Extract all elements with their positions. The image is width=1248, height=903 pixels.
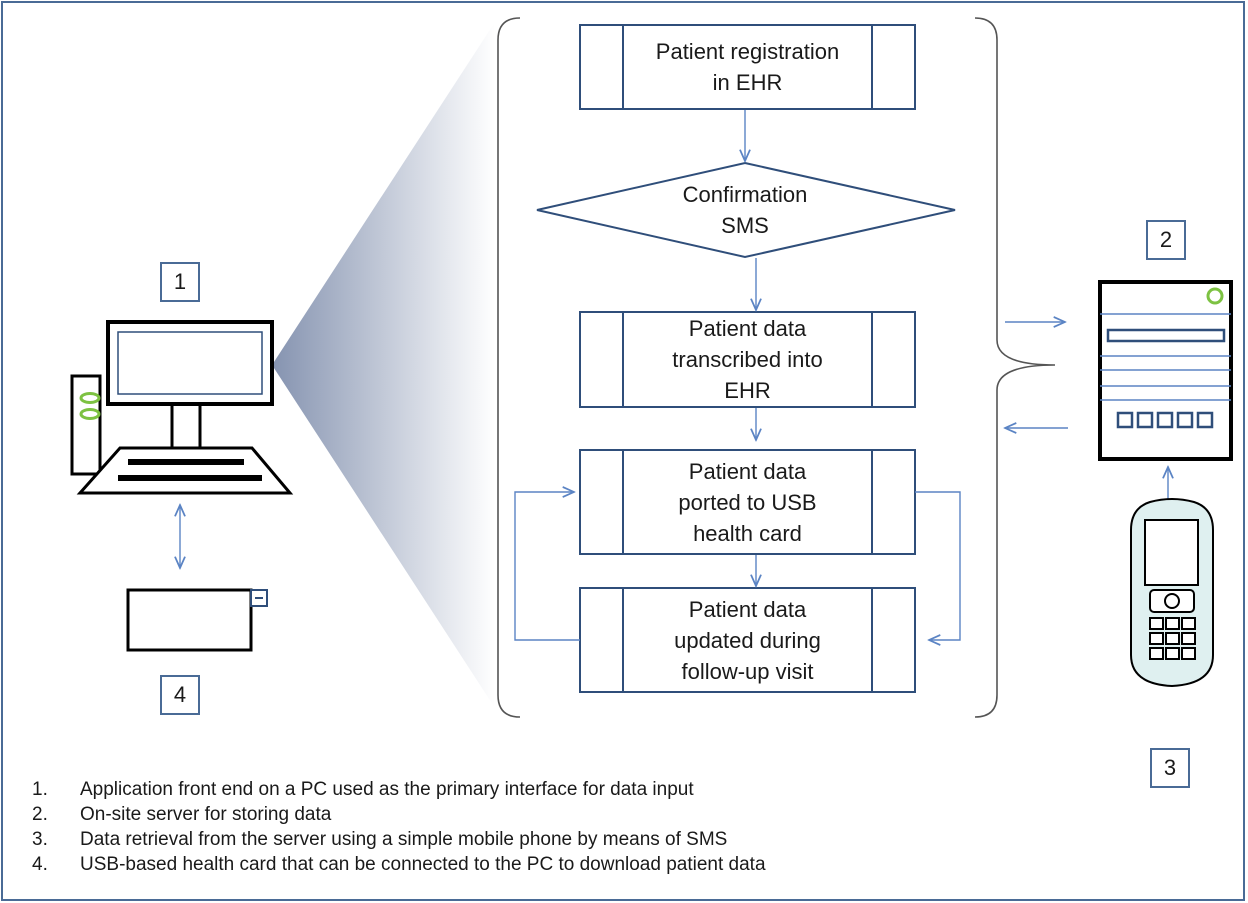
legend-number: 3. (32, 829, 48, 850)
mobile-phone-icon (1130, 498, 1214, 688)
process-box-registration (579, 24, 916, 110)
node-ported-text: Patient data ported to USB health card (678, 458, 817, 546)
legend-number: 4. (32, 854, 48, 875)
server-icon (1098, 280, 1233, 461)
label-server: 2 (1146, 220, 1186, 260)
legend-number: 1. (32, 779, 48, 800)
legend-text: On-site server for storing data (80, 804, 332, 825)
legend-item: 2. On-site server for storing data (32, 802, 766, 827)
pc-icon (70, 320, 294, 495)
legend-number: 2. (32, 804, 48, 825)
legend-item: 1. Application front end on a PC used as… (32, 777, 766, 802)
label-usb-card: 4 (160, 675, 200, 715)
process-box-transcribed (579, 311, 916, 408)
legend-text: Application front end on a PC used as th… (80, 779, 694, 800)
arrow-loop-right (915, 491, 961, 640)
node-transcribed-text: Patient data transcribed into EHR (672, 316, 823, 403)
legend-text: Data retrieval from the server using a s… (80, 829, 728, 850)
legend-item: 4. USB-based health card that can be con… (32, 852, 766, 877)
decision-diamond-confirmation (536, 161, 956, 259)
legend-item: 3. Data retrieval from the server using … (32, 827, 766, 852)
node-registration-text: Patient registration in EHR (655, 39, 840, 95)
legend: 1. Application front end on a PC used as… (32, 777, 766, 877)
label-pc: 1 (160, 262, 200, 302)
zoom-fan (272, 22, 495, 708)
node-confirmation-text: Confirmation SMS (682, 182, 808, 238)
process-box-updated (579, 587, 916, 693)
usb-card-icon (126, 588, 268, 652)
node-updated-text: Patient data updated during follow-up vi… (674, 596, 821, 684)
legend-text: USB-based health card that can be connec… (80, 854, 766, 875)
flowchart-brace-right (974, 17, 1056, 718)
process-box-ported (579, 449, 916, 555)
arrow-loop-left (514, 492, 580, 641)
flowchart-brace (497, 17, 521, 718)
label-phone: 3 (1150, 748, 1190, 788)
